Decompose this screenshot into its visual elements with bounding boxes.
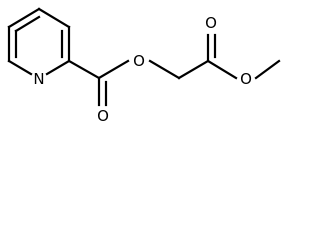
carbonyl-oxygen-label-1: O [97, 107, 109, 125]
ring-double-bond-top-left [14, 15, 41, 33]
atom-labels: N O O O O [33, 14, 252, 125]
structure-canvas: N O O O O [0, 0, 284, 132]
ring-bond-top-right [37, 7, 71, 29]
ring-bond-bottom-left [7, 59, 33, 76]
ring-bond-top-left [7, 7, 41, 29]
bond-ester-oxygen-2-to-methyl [254, 59, 281, 80]
ester-linker [67, 33, 281, 107]
pyridine-ring [7, 7, 71, 76]
bond-ester-oxygen-to-methylene [148, 59, 181, 80]
ester-oxygen-label-1: O [133, 52, 145, 70]
ring-nitrogen-label: N [33, 70, 44, 88]
chemical-structure-diagram: N O O O O [7, 7, 281, 125]
bond-methylene-to-carbonyl-carbon-2 [177, 59, 210, 80]
ring-bond-right-lower [45, 59, 71, 76]
bond-carbonyl-carbon-2-to-ester-oxygen-2 [206, 59, 238, 80]
ester-oxygen-label-2: O [240, 70, 252, 88]
bond-ring-to-carbonyl-carbon [67, 59, 101, 80]
bond-carbonyl-carbon-to-ester-oxygen [97, 59, 130, 80]
carbonyl-oxygen-label-2: O [205, 14, 217, 32]
